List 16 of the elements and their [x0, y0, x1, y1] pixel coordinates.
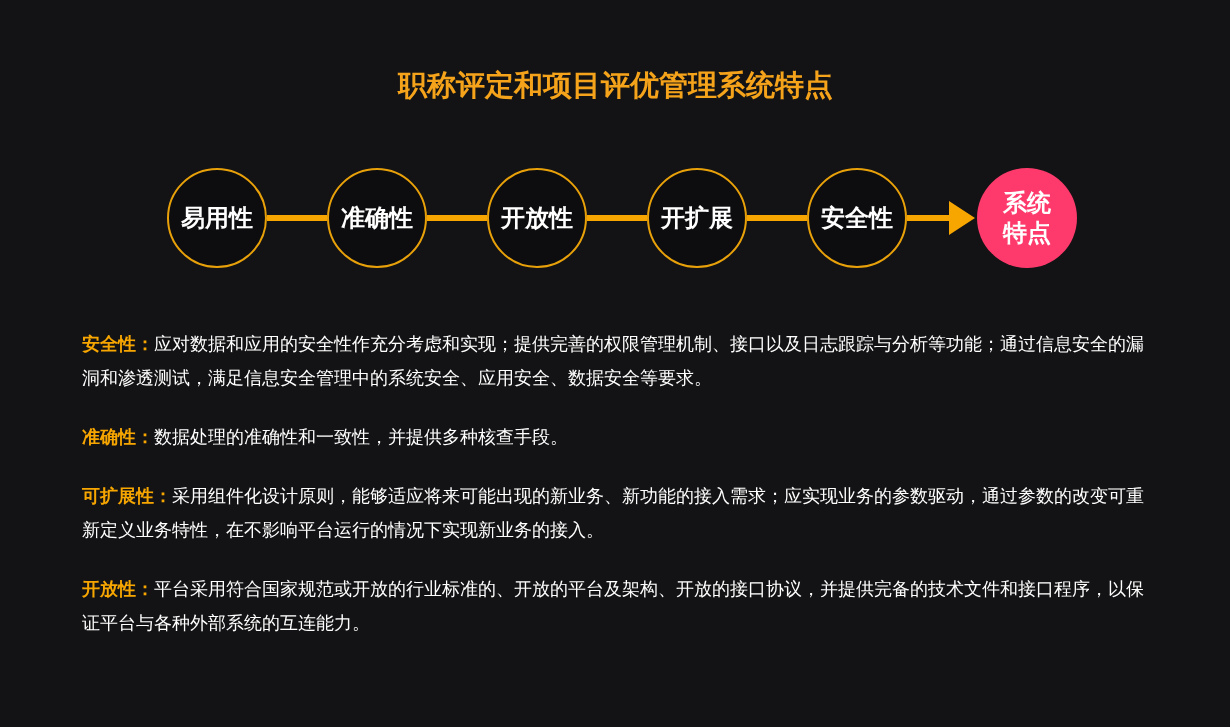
- node-label: 系统特点: [1001, 188, 1052, 248]
- feature-description: 准确性：数据处理的准确性和一致性，并提供多种核查手段。: [82, 426, 569, 449]
- connector-line: [427, 215, 487, 221]
- feature-description: 安全性：应对数据和应用的安全性作充分考虑和实现；提供完善的权限管理机制、接口以及日志跟踪与分析等功能；通过信息安全的漏洞和渗透测试，满足信息安全管理中的系统安全、应用安全、数据安全等要求。: [82, 333, 1145, 390]
- node-label: 易用性: [181, 203, 253, 233]
- node-label: 准确性: [341, 203, 413, 233]
- connector-line: [267, 215, 327, 221]
- feature-description: 可扩展性：采用组件化设计原则，能够适应将来可能出现的新业务、新功能的接入需求；应实现业务的参数驱动，通过参数的改变可重新定义业务特性，在不影响平台运行的情况下实现新业务的接入。: [82, 485, 1145, 542]
- connector-line: [587, 215, 647, 221]
- node-label: 安全性: [821, 203, 893, 233]
- node-label: 开扩展: [661, 203, 733, 233]
- connector-line: [747, 215, 807, 221]
- arrow: [907, 201, 975, 235]
- feature-description: 开放性：平台采用符合国家规范或开放的行业标准的、开放的平台及架构、开放的接口协议，并提供完备的技术文件和接口程序，以保证平台与各种外部系统的互连能力。: [82, 578, 1145, 635]
- node-label: 开放性: [501, 203, 573, 233]
- title: 职称评定和项目评优管理系统特点: [397, 68, 833, 103]
